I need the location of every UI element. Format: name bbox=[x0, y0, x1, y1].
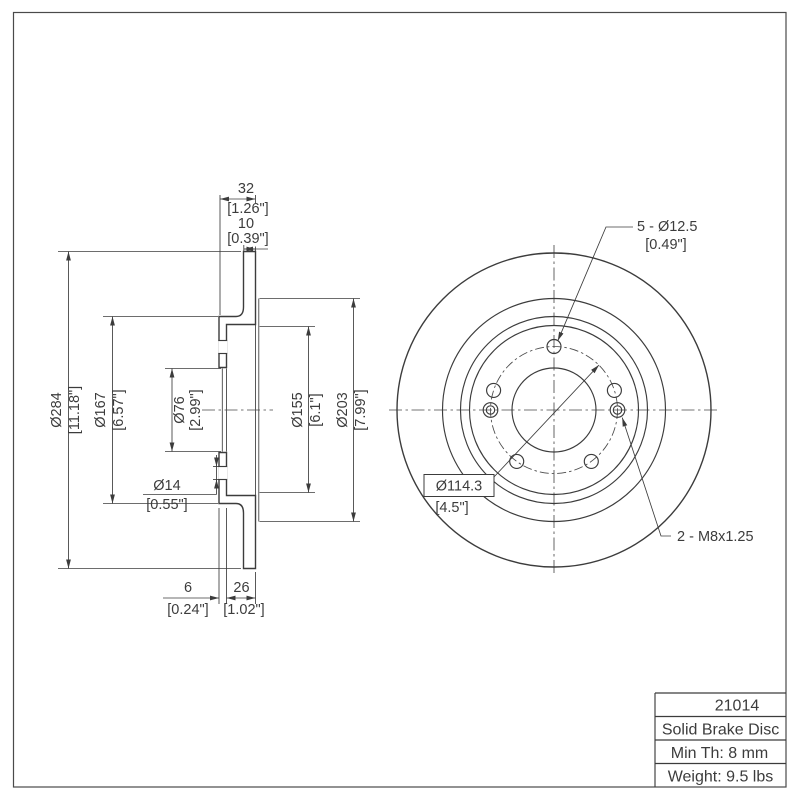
dim-friction-inner-mm: Ø203 bbox=[335, 392, 351, 427]
dim-center-bore-mm: Ø76 bbox=[172, 396, 188, 423]
lug-hole-upper-left bbox=[486, 382, 502, 398]
title-block: 21014 Solid Brake Disc Min Th: 8 mm Weig… bbox=[654, 692, 786, 787]
callout-bolt-circle-line1: Ø114.3 bbox=[436, 479, 483, 495]
min-thickness: Min Th: 8 mm bbox=[671, 745, 769, 762]
section-lug-hole-bottom bbox=[218, 466, 228, 480]
callout-thread-holes: 2 - M8x1.25 bbox=[621, 417, 754, 545]
circle-inner-recess bbox=[468, 324, 640, 496]
dim-outer-diameter: Ø284 [11.18"] bbox=[49, 251, 241, 569]
dim-lug-hole-mm: Ø14 bbox=[153, 478, 180, 494]
lug-hole-lower-right bbox=[583, 453, 599, 469]
lug-hole-upper-right bbox=[606, 382, 622, 398]
callout-bolt-circle-box bbox=[423, 474, 495, 497]
lug-hole-top bbox=[546, 338, 562, 355]
dim-hat-wall: 6 [0.24"] bbox=[163, 508, 256, 618]
dim-hat-wall-mm: 6 bbox=[184, 580, 192, 596]
section-disc-top-half bbox=[218, 250, 257, 369]
callout-lug-holes: 5 - Ø12.5 [0.49"] bbox=[557, 219, 697, 341]
section-lug-hole-top bbox=[218, 340, 228, 354]
bolt-circle bbox=[490, 346, 618, 474]
dim-hat-wall-inch: [0.24"] bbox=[167, 602, 208, 618]
part-weight: Weight: 9.5 lbs bbox=[668, 769, 774, 786]
dim-lug-hole-inch: [0.55"] bbox=[146, 497, 187, 513]
dim-overall-width: 32 [1.26"] bbox=[219, 181, 269, 315]
dim-hat-depth: 26 [1.02"] bbox=[223, 580, 264, 618]
dim-disc-thickness-mm: 10 bbox=[238, 216, 254, 232]
dim-overall-width-mm: 32 bbox=[238, 181, 254, 197]
callout-lug-holes-line2: [0.49"] bbox=[645, 237, 686, 253]
dim-inner-recess-inch: [6.1"] bbox=[308, 393, 324, 426]
circle-outer-diameter bbox=[396, 252, 712, 568]
dim-disc-thickness-inch: [0.39"] bbox=[227, 231, 268, 247]
lug-hole-lower-left bbox=[509, 453, 525, 469]
part-number: 21014 bbox=[715, 698, 760, 715]
dim-center-bore-inch: [2.99"] bbox=[188, 389, 204, 430]
dim-hat-depth-inch: [1.02"] bbox=[223, 602, 264, 618]
front-view: 5 - Ø12.5 [0.49"] Ø114.3 [4.5"] 2 - M8x1… bbox=[389, 219, 754, 576]
callout-bolt-circle-line2: [4.5"] bbox=[435, 500, 468, 516]
thread-hole-left bbox=[482, 402, 499, 418]
circle-center-bore bbox=[511, 367, 597, 453]
dim-hat-depth-mm: 26 bbox=[233, 580, 249, 596]
callout-thread-holes-label: 2 - M8x1.25 bbox=[677, 529, 754, 545]
sheet-frame bbox=[12, 11, 787, 788]
dim-outer-diameter-mm: Ø284 bbox=[49, 392, 65, 427]
dim-friction-inner: Ø203 [7.99"] bbox=[259, 298, 369, 522]
dim-hat-diameter-mm: Ø167 bbox=[93, 392, 109, 427]
section-view: 32 [1.26"] 10 [0.39"] Ø284 [11.18"] Ø167… bbox=[49, 181, 369, 618]
dim-hat-diameter-inch: [6.57"] bbox=[111, 389, 127, 430]
dim-overall-width-inch: [1.26"] bbox=[227, 201, 268, 217]
dim-lug-hole: Ø14 [0.55"] bbox=[143, 455, 219, 513]
callout-bolt-circle: Ø114.3 [4.5"] bbox=[423, 364, 600, 516]
dim-hat-diameter: Ø167 [6.57"] bbox=[93, 316, 218, 504]
dim-friction-inner-inch: [7.99"] bbox=[353, 389, 369, 430]
thread-hole-right bbox=[609, 402, 626, 418]
part-description: Solid Brake Disc bbox=[662, 722, 779, 739]
dim-inner-recess: Ø155 [6.1"] bbox=[259, 326, 324, 493]
callout-lug-holes-line1: 5 - Ø12.5 bbox=[637, 219, 697, 235]
dim-inner-recess-mm: Ø155 bbox=[290, 392, 306, 427]
dim-disc-thickness: 10 [0.39"] bbox=[227, 216, 269, 252]
dim-outer-diameter-inch: [11.18"] bbox=[67, 386, 83, 434]
circle-friction-inner bbox=[441, 297, 667, 523]
section-disc-bottom-half bbox=[218, 451, 257, 570]
circle-hat-diameter bbox=[459, 315, 649, 505]
dim-center-bore: Ø76 [2.99"] bbox=[165, 368, 221, 452]
